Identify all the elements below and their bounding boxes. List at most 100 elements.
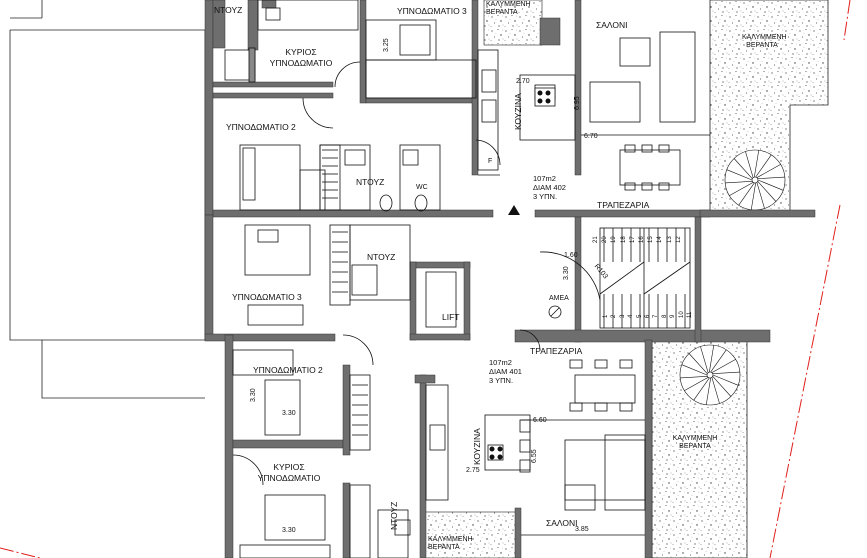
- room-label-lower-covered-veranda-large: ΚΑΛΥΜΜΕΝΗ ΒΕΡΑΝΤΑ: [672, 435, 718, 450]
- room-label-covered-veranda-large: ΚΑΛΥΜΜΕΝΗ ΒΕΡΑΝΤΑ: [742, 34, 787, 49]
- spiral-tread: [754, 150, 760, 178]
- spiral-tread: [756, 164, 781, 178]
- dim-lower-dining-width: 6.60: [533, 417, 547, 424]
- dim-lower-master-width: 3.30: [282, 527, 296, 534]
- lower-unit-bedrooms-line: 3 ΥΠΝ.: [489, 376, 514, 385]
- spiral-tread: [757, 179, 784, 191]
- spiral-tread: [712, 371, 740, 374]
- stair-step-number: 13: [666, 236, 673, 243]
- room-label-lower-dining: ΤΡΑΠΕΖΑΡΙΑ: [530, 346, 583, 356]
- room-label-kitchen: ΚΟΥΖΙΝΑ: [513, 93, 523, 130]
- spiral-tread: [705, 377, 711, 405]
- dim-lower-living-width: 3.85: [575, 526, 589, 533]
- fridge-label: F: [488, 158, 493, 165]
- stair-step-number: 16: [639, 236, 645, 243]
- spiral-tread: [693, 377, 710, 401]
- room-label-master-bedroom-line2: ΥΠΝΟΔΩΜΑΤΙΟ: [269, 58, 333, 68]
- veranda-gravel: [423, 0, 829, 558]
- stair-diagonal: [599, 261, 645, 295]
- hob-icon: [537, 90, 551, 104]
- stair-step-number: 14: [657, 236, 664, 243]
- spiral-tread: [729, 182, 754, 196]
- hob-icon: [489, 446, 503, 460]
- room-label-shower-top: ΝΤΟΥΖ: [214, 5, 243, 15]
- dim-stair-height: 3.30: [563, 266, 570, 280]
- stair-step-number: 5: [636, 314, 643, 318]
- stair-step-number: 4: [628, 314, 635, 318]
- stair-step-number: 19: [611, 236, 618, 243]
- spiral-tread: [750, 182, 756, 210]
- room-label-lower-bedroom2: ΥΠΝΟΔΩΜΑΤΙΟ 2: [253, 365, 323, 375]
- spiral-tread: [711, 359, 736, 373]
- dim-lower-bedroom2-width: 3.30: [282, 410, 296, 417]
- unit-area-line1: 107m2: [533, 174, 556, 183]
- stair-diagonal: [643, 261, 691, 295]
- spiral-tread: [757, 176, 785, 179]
- room-label-dining: ΤΡΑΠΕΖΑΡΙΑ: [597, 200, 650, 210]
- spiral-tread: [700, 346, 709, 373]
- spiral-tread: [738, 182, 755, 206]
- dim-kitchen-width: 2.70: [516, 78, 530, 85]
- spiral-tread: [681, 364, 708, 376]
- lower-unit-code-line: ΔΙΑΜ 401: [489, 367, 522, 376]
- stair-step-number: 20: [602, 236, 609, 243]
- spiral-tread: [725, 181, 753, 184]
- stair-step-number: 21: [593, 236, 599, 243]
- room-label-master-bedroom-line1: ΚΥΡΙΟΣ: [285, 47, 317, 57]
- room-label-bedroom3: ΥΠΝΟΔΩΜΑΤΙΟ 3: [397, 6, 467, 16]
- room-label-living: ΣΑΛΟΝΙ: [596, 20, 628, 30]
- unit-bedrooms-line: 3 ΥΠΝ.: [533, 192, 558, 201]
- spiral-tread: [680, 376, 708, 379]
- stair-step-number: 7: [653, 314, 660, 318]
- room-label-lower-living: ΣΑΛΟΝΙ: [546, 518, 578, 528]
- dim-kitchen-depth: 6.95: [574, 96, 581, 110]
- dim-lower-kitchen-depth: 6.55: [531, 449, 538, 463]
- spiral-tread: [756, 182, 765, 209]
- room-label-lower-covered-veranda-small: ΚΑΛΥΜΜΕΝΗ ΒΕΡΑΝΤΑ: [428, 536, 473, 551]
- entry-arrow-icon: [508, 205, 520, 215]
- stair-step-number: 10: [678, 311, 685, 318]
- spiral-stair-icon: [724, 149, 786, 211]
- walls: [204, 0, 816, 558]
- spiral-tread: [757, 181, 777, 202]
- spiral-tread: [688, 353, 708, 374]
- stair-step-number: 18: [620, 236, 627, 243]
- stair-step-number: 15: [648, 236, 655, 243]
- room-label-lower-master-line2: ΥΠΝΟΔΩΜΑΤΙΟ: [257, 473, 321, 483]
- room-label-lower-shower: ΝΤΟΥΖ: [389, 501, 399, 530]
- dim-bedroom3-width: 3.25: [383, 38, 390, 52]
- spiral-tread: [710, 349, 727, 373]
- room-label-bedroom2: ΥΠΝΟΔΩΜΑΤΙΟ 2: [226, 122, 296, 132]
- stair-step-number: 2: [611, 314, 618, 318]
- stair-step-number: 11: [687, 311, 693, 318]
- dim-lower-kitchen-width: 2.75: [466, 467, 480, 474]
- stair-step-number: 6: [645, 314, 651, 318]
- room-label-shower: ΝΤΟΥΖ: [356, 177, 385, 187]
- spiral-tread: [745, 151, 754, 178]
- stair-step-number: 1: [603, 314, 609, 318]
- spiral-tread: [684, 377, 709, 391]
- spiral-tread: [709, 345, 715, 373]
- stair-step-number: 9: [670, 314, 677, 318]
- dim-living-width: 6.70: [584, 133, 598, 140]
- ramp-label: ΑΜΕΑ: [549, 295, 569, 302]
- stair-step-number: 17: [629, 236, 636, 243]
- room-label-lower-kitchen: ΚΟΥΖΙΝΑ: [472, 428, 482, 465]
- stair-step-number: 12: [675, 236, 682, 243]
- lift-label: LIFT: [442, 312, 460, 322]
- stair-step-number: 3: [619, 314, 626, 318]
- neighbour-outline: [9, 0, 206, 399]
- spiral-tread: [726, 169, 753, 181]
- room-label-core-bedroom3: ΥΠΝΟΔΩΜΑΤΙΟ 3: [232, 292, 302, 302]
- spiral-tread: [755, 154, 772, 178]
- spiral-tread: [712, 376, 732, 397]
- dim-stair-landing: 1.60: [564, 252, 578, 259]
- spiral-stair-icon: [679, 344, 741, 406]
- stair-step-number: 8: [661, 314, 668, 318]
- room-label-lower-master-line1: ΚΥΡΙΟΣ: [273, 462, 305, 472]
- spiral-tread: [733, 158, 753, 179]
- room-label-wc: WC: [416, 184, 428, 191]
- spiral-tread: [711, 377, 720, 404]
